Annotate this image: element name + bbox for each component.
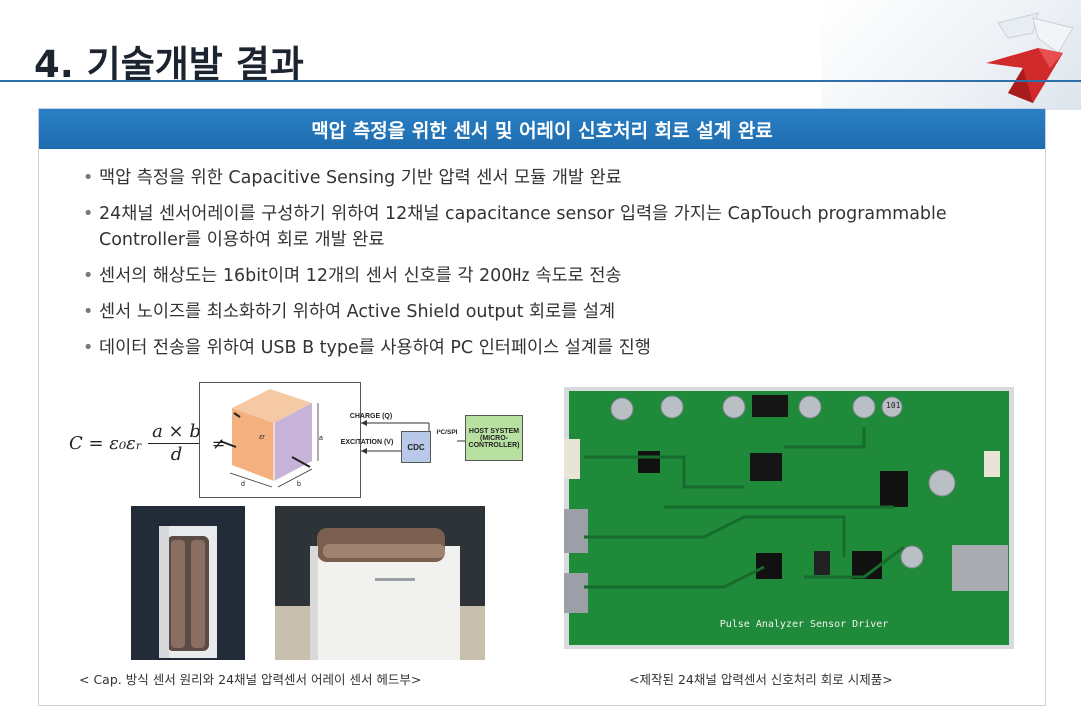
caption-right: <제작된 24채널 압력센서 신호처리 회로 시제품> <box>629 672 893 687</box>
bullet-item: 24채널 센서어레이를 구성하기 위하여 12채널 capacitance se… <box>83 201 1003 253</box>
board-label: Pulse Analyzer Sensor Driver <box>719 619 889 630</box>
formula-numerator: a × b <box>148 421 205 444</box>
dim-b-label: b <box>297 480 301 488</box>
capacitance-formula: C = ε₀εᵣ a × b d <box>69 421 205 466</box>
content-panel: 맥압 측정을 위한 센서 및 어레이 신호처리 회로 설계 완료 맥압 측정을 … <box>38 108 1046 706</box>
permittivity-label: εr <box>259 433 265 441</box>
title-underline <box>0 80 1081 82</box>
charge-label: CHARGE (Q) <box>349 412 393 420</box>
dim-a-label: a <box>319 434 323 442</box>
bullet-list: 맥압 측정을 위한 Capacitive Sensing 기반 압력 센서 모듈… <box>83 165 1003 371</box>
cube-graphic: ≠ <box>212 389 319 488</box>
caption-left: < Cap. 방식 센서 원리와 24채널 압력센서 어레이 센서 헤드부> <box>79 672 422 687</box>
logo-icon <box>986 12 1074 103</box>
sensor-head-photo-front <box>131 506 245 660</box>
bullet-item: 맥압 측정을 위한 Capacitive Sensing 기반 압력 센서 모듈… <box>83 165 1003 191</box>
bullet-item: 센서 노이즈를 최소화하기 위하여 Active Shield output 회… <box>83 299 1003 325</box>
sensor-head-photo-side <box>275 506 485 660</box>
pcb-photo: Pulse Analyzer Sensor Driver 101 <box>564 387 1014 649</box>
host-block: HOST SYSTEM (MICRO-CONTROLLER) <box>465 415 523 461</box>
formula-lhs: C = ε₀εᵣ <box>69 433 143 454</box>
capacitor-diagram: ≠ εr a d b <box>199 382 361 498</box>
ic-label: 101 <box>886 401 901 410</box>
svg-text:≠: ≠ <box>212 434 225 453</box>
panel-heading: 맥압 측정을 위한 센서 및 어레이 신호처리 회로 설계 완료 <box>39 109 1045 149</box>
bullet-item: 센서의 해상도는 16bit이며 12개의 센서 신호를 각 200㎐ 속도로 … <box>83 263 1003 289</box>
page-title: 4. 기술개발 결과 <box>34 43 304 86</box>
dim-d-label: d <box>241 480 245 488</box>
i2c-label: I²C/SPI <box>436 428 458 436</box>
cdc-block: CDC <box>401 431 431 463</box>
formula-denominator: d <box>170 444 183 465</box>
bullet-item: 데이터 전송을 위하여 USB B type를 사용하여 PC 인터페이스 설계… <box>83 335 1003 361</box>
excitation-label: EXCITATION (V) <box>340 438 394 446</box>
